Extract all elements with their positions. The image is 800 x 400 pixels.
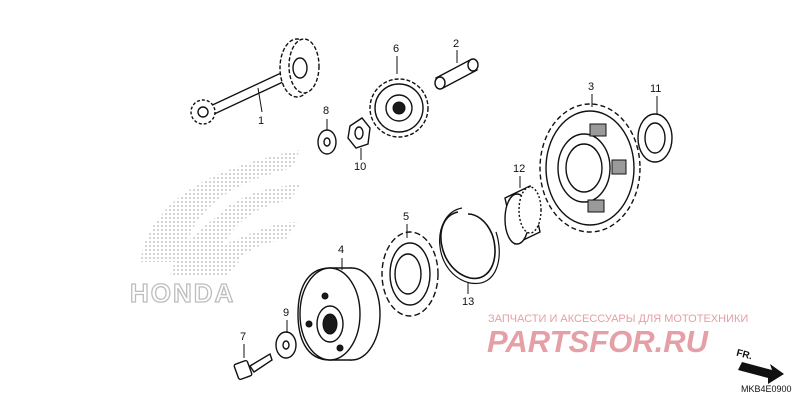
honda-watermark-text: HONDA xyxy=(130,278,235,308)
part-4-clutch-outer xyxy=(297,267,381,361)
part-13-circlip xyxy=(439,207,500,285)
part-label-11: 11 xyxy=(650,83,661,95)
part-label-6: 6 xyxy=(393,43,399,55)
part-3-driven-gear xyxy=(539,103,641,233)
part-label-10: 10 xyxy=(354,161,366,173)
part-label-8: 8 xyxy=(323,105,329,117)
part-11-thrust-washer xyxy=(637,113,673,163)
diagram-code: MKB4E0900 xyxy=(741,384,792,394)
part-label-1: 1 xyxy=(258,115,264,127)
part-label-4: 4 xyxy=(338,244,344,256)
shop-tagline: ЗАПЧАСТИ И АКСЕССУАРЫ ДЛЯ МОТОТЕХНИКИ xyxy=(488,313,748,325)
part-label-13: 13 xyxy=(462,296,474,308)
part-2-pin xyxy=(434,58,479,90)
part-7-bolt xyxy=(233,352,273,381)
front-direction-arrow xyxy=(738,362,784,384)
part-label-2: 2 xyxy=(453,38,459,50)
part-12-needle-bearing xyxy=(504,184,542,246)
honda-wing-watermark xyxy=(140,150,300,275)
leader-1 xyxy=(257,87,263,113)
part-1-starter-shaft xyxy=(190,38,320,125)
part-label-12: 12 xyxy=(513,163,525,175)
part-label-5: 5 xyxy=(403,211,409,223)
shop-name: PARTSFOR.RU xyxy=(487,324,710,359)
part-label-3: 3 xyxy=(588,81,594,93)
part-10-lock-washer xyxy=(347,117,371,149)
part-9-washer xyxy=(275,331,297,359)
part-label-9: 9 xyxy=(283,307,289,319)
part-6-sprocket xyxy=(369,78,429,138)
part-5-one-way-clutch xyxy=(381,231,439,317)
front-direction-label: FR. xyxy=(735,348,754,363)
part-label-7: 7 xyxy=(240,331,246,343)
part-8-washer xyxy=(317,129,337,155)
